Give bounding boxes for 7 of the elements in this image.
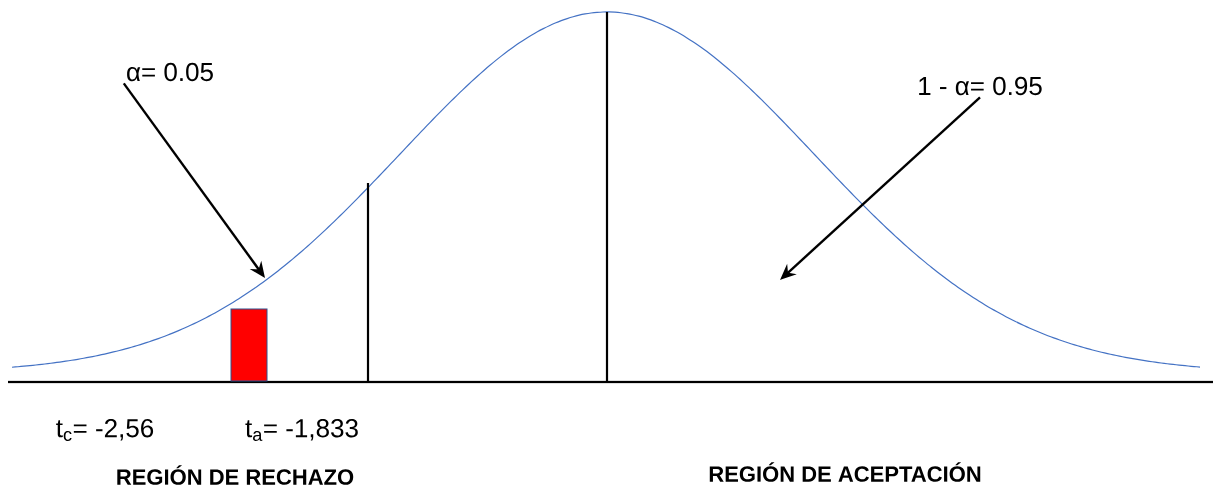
critical-value-label: t$_{c}$= -2,56 [56,418,154,442]
region-label: REGIÓN DE ACEPTACIÓN [709,462,981,482]
value-label: α= 0.05 [127,62,213,82]
value-label: 1 - α= 0.95 [919,76,1042,96]
region-label: REGIÓN DE RECHAZO [117,465,354,485]
critical-value-label: t$_{a}$= -1,833 [245,418,358,442]
rejection-bar [230,308,268,382]
